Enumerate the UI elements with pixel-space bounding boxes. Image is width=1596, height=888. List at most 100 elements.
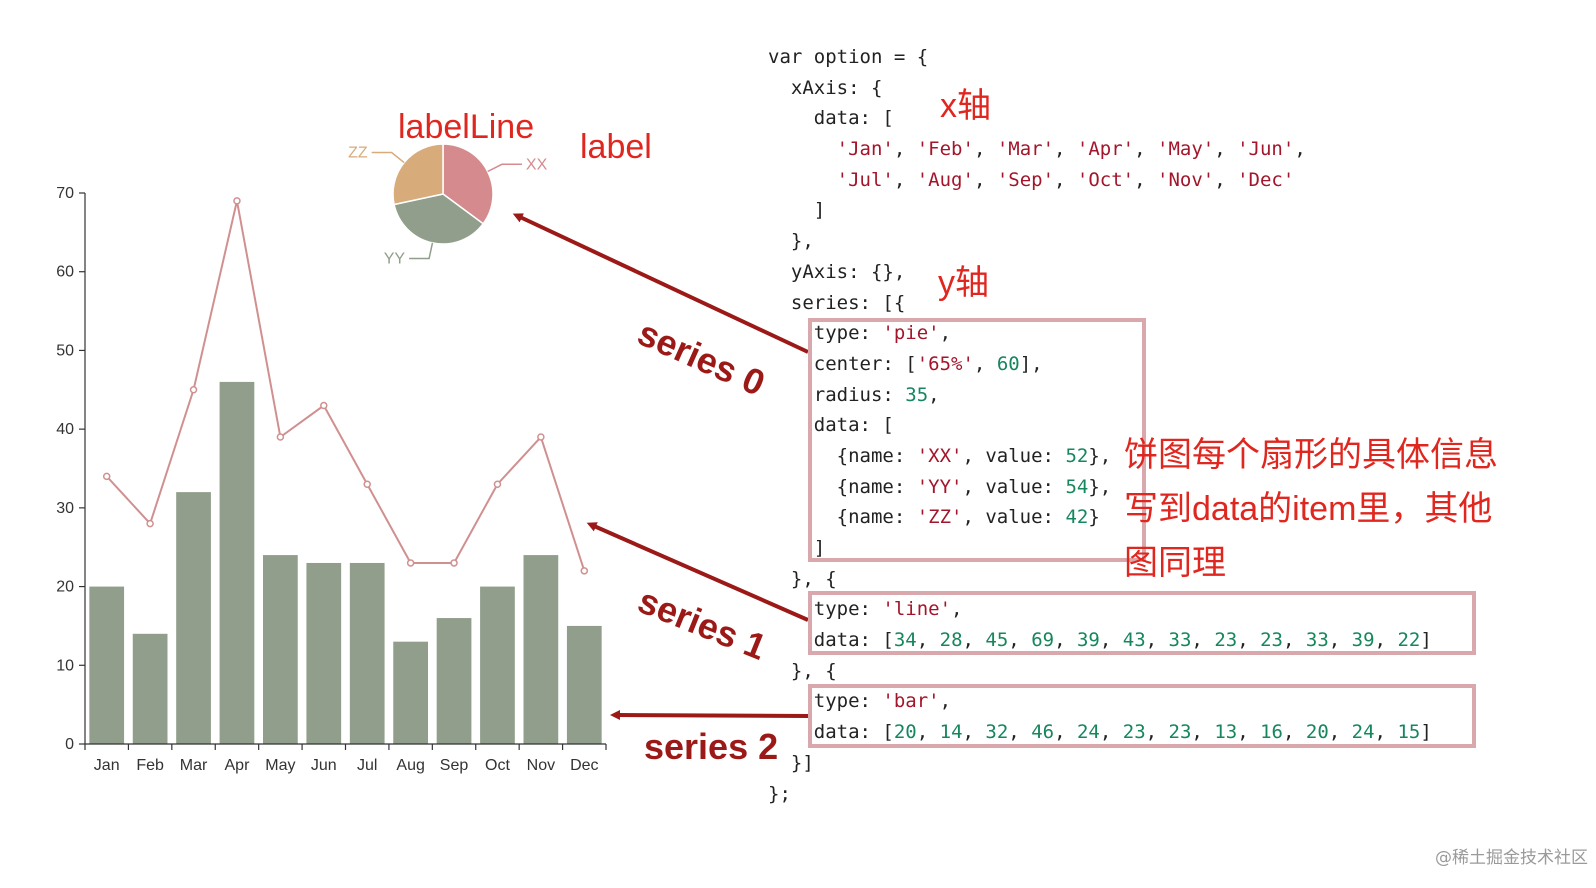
series2-highlight-box <box>808 684 1476 748</box>
code-line: yAxis: {}, <box>768 257 1432 288</box>
code-token: series: [{ <box>768 291 906 314</box>
code-token: }, <box>1088 444 1112 467</box>
line-point-dec <box>580 567 589 575</box>
series0-arrow <box>512 213 809 354</box>
pie-label-yy: YY <box>384 251 406 268</box>
code-token: 16 <box>1260 721 1283 744</box>
y-tick-label: 0 <box>65 736 74 753</box>
bar-aug <box>393 641 428 744</box>
code-token: 43 <box>1122 629 1146 652</box>
code-block: var option = { xAxis: { data: [ 'Jan', '… <box>768 42 1432 809</box>
code-line: }, <box>768 226 1432 257</box>
code-token: 'Feb' <box>916 138 974 161</box>
code-token: , <box>1214 168 1238 191</box>
code-line: radius: 35, <box>768 380 1432 411</box>
code-token: 'Sep' <box>996 168 1055 191</box>
code-line: {name: 'ZZ', value: 42} <box>768 502 1432 533</box>
x-tick-label: Mar <box>180 757 208 774</box>
x-tick-label: Aug <box>396 757 424 774</box>
x-tick-label: Jun <box>311 757 337 774</box>
code-line: {name: 'YY', value: 54}, <box>768 472 1432 503</box>
code-token: , <box>1134 168 1158 191</box>
code-token: , value: <box>962 475 1066 498</box>
code-token: 'bar' <box>882 690 940 713</box>
pie-data-note-line-1: 饼图每个扇形的具体信息 <box>1124 436 1498 474</box>
code-token: }, <box>768 230 814 253</box>
code-token: } <box>1088 506 1100 529</box>
code-line: data: [ <box>768 103 1432 134</box>
code-token: 'pie' <box>882 322 940 345</box>
y-tick-label: 40 <box>56 421 74 438</box>
pie-label-line-xx <box>487 163 522 173</box>
bar-mar <box>176 492 211 744</box>
code-token: 34 <box>893 629 917 652</box>
series2-label: series 2 <box>644 726 779 767</box>
bar-sep <box>436 618 472 744</box>
code-token: 13 <box>1214 721 1238 744</box>
line-point-nov <box>537 433 545 441</box>
code-token: 'Oct' <box>1076 168 1135 191</box>
code-token: 52 <box>1065 444 1089 467</box>
code-line: data: [ <box>768 410 1432 441</box>
code-token: {name: <box>768 444 917 467</box>
code-token: 23 <box>1214 629 1238 652</box>
code-token: yAxis: {}, <box>768 260 906 283</box>
code-token: , <box>916 629 940 652</box>
code-token <box>768 169 837 191</box>
code-token: }, { <box>768 567 837 590</box>
code-line: 'Jul', 'Aug', 'Sep', 'Oct', 'Nov', 'Dec' <box>768 165 1432 196</box>
code-token: {name: <box>768 506 917 529</box>
bar-jun <box>306 562 342 744</box>
pie-data-note-line-2: 写到data的item里，其他 <box>1124 490 1493 528</box>
code-token <box>768 138 837 160</box>
watermark: @稀土掘金技术社区 <box>1435 848 1588 868</box>
code-token: , <box>1145 721 1169 744</box>
code-token: , <box>1328 721 1352 744</box>
code-token: 54 <box>1065 475 1089 498</box>
code-token: 20 <box>1305 721 1329 744</box>
annotation-arrows <box>512 213 809 721</box>
code-token: '65%' <box>916 352 974 375</box>
code-token: 35 <box>905 383 929 406</box>
bar-jan <box>89 586 125 744</box>
code-token: , <box>939 690 952 713</box>
x-tick-label: Sep <box>440 757 469 774</box>
line-point-may <box>276 433 285 441</box>
code-token: ] <box>768 537 826 559</box>
code-token: type: <box>768 322 883 345</box>
line-point-apr <box>233 197 241 205</box>
code-token: 'ZZ' <box>916 506 963 529</box>
code-token: 32 <box>985 721 1009 744</box>
code-token: 60 <box>996 352 1020 375</box>
code-token: 22 <box>1397 629 1421 652</box>
code-line: xAxis: { <box>768 73 1432 104</box>
code-token: xAxis: { <box>768 76 883 99</box>
code-line: }, { <box>768 564 1432 595</box>
code-token: 33 <box>1168 629 1192 652</box>
code-token: , <box>962 629 986 652</box>
code-token: }, { <box>768 659 837 682</box>
code-token: data: [ <box>768 107 894 130</box>
code-token: 23 <box>1168 721 1192 744</box>
code-token: 33 <box>1305 629 1329 652</box>
code-token: , <box>1237 629 1261 652</box>
code-token: }] <box>768 751 814 774</box>
code-token: , <box>973 138 997 161</box>
code-token: 39 <box>1351 629 1375 652</box>
code-token: 'Aug' <box>916 168 974 191</box>
pie-label-line-zz <box>371 151 405 164</box>
code-token: , <box>951 598 963 621</box>
y-tick-label: 50 <box>56 342 74 359</box>
code-token: , <box>1282 721 1306 744</box>
code-token: data: [ <box>768 721 894 744</box>
y-tick-label: 10 <box>56 657 74 674</box>
code-token: , <box>1237 721 1261 744</box>
code-token: 23 <box>1122 721 1146 744</box>
code-token: , <box>1282 629 1306 652</box>
code-token: }, <box>1088 475 1112 498</box>
code-token: , <box>1328 629 1352 652</box>
